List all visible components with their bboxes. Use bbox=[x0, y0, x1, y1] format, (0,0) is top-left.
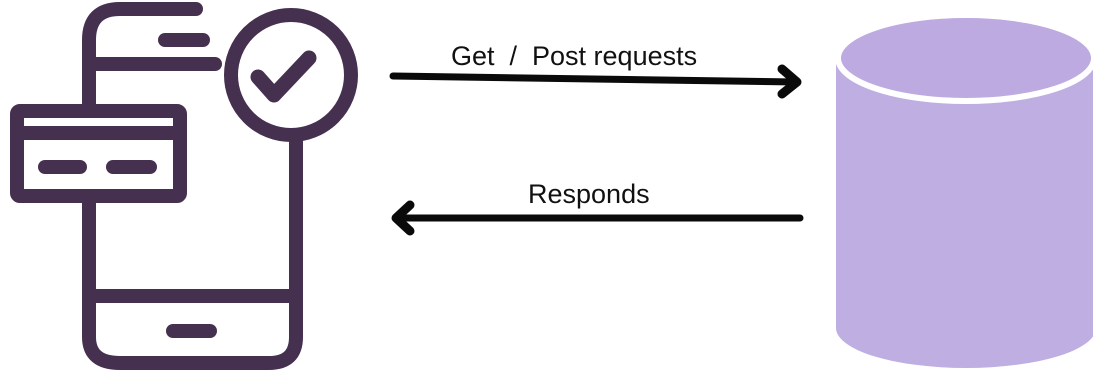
credit-card-icon bbox=[10, 104, 187, 203]
request-label: Get / Post requests bbox=[451, 41, 697, 71]
response-label: Responds bbox=[528, 179, 650, 209]
check-circle-icon bbox=[224, 8, 358, 142]
smartphone-payment-icon bbox=[10, 2, 358, 370]
phone-icon bbox=[82, 2, 303, 370]
database-icon bbox=[835, 12, 1093, 368]
request-arrow bbox=[389, 64, 802, 99]
response-arrow bbox=[391, 200, 804, 236]
